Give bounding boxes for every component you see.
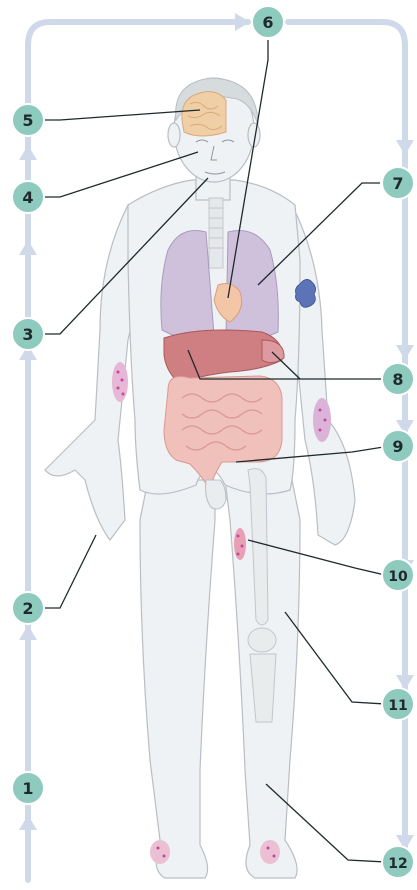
callout-3-number: 3 (22, 325, 33, 344)
callout-2: 2 (12, 592, 44, 624)
ear-left (168, 123, 180, 147)
dot (122, 393, 125, 396)
dot (163, 855, 166, 858)
callout-6: 6 (252, 6, 284, 38)
lesion-left-foot (260, 840, 280, 864)
callout-9-number: 9 (392, 437, 403, 456)
lesion-right-forearm (112, 362, 128, 402)
callout-8: 8 (382, 363, 414, 395)
dot (117, 371, 120, 374)
dot (319, 409, 322, 412)
callout-4-number: 4 (22, 188, 33, 207)
callout-10-number: 10 (388, 569, 408, 585)
arrowhead-up-2 (19, 625, 37, 640)
callout-2-number: 2 (22, 599, 33, 618)
callout-5-number: 5 (22, 111, 33, 130)
callout-7: 7 (382, 167, 414, 199)
callout-1-number: 1 (22, 779, 33, 798)
lesion-right-foot (150, 840, 170, 864)
callout-6-number: 6 (262, 13, 273, 32)
arrowhead-up-5 (19, 145, 37, 160)
arrowhead-down-2 (396, 345, 414, 360)
callout-3: 3 (12, 318, 44, 350)
dot (273, 855, 276, 858)
kneecap (248, 628, 276, 652)
dot (267, 847, 270, 850)
dot (324, 419, 327, 422)
arrowhead-down-1 (396, 140, 414, 155)
arrowhead-right-top (235, 13, 250, 31)
leader-line-2 (44, 535, 96, 608)
dot (117, 387, 120, 390)
callout-10: 10 (382, 559, 414, 591)
dot (157, 847, 160, 850)
callout-4: 4 (12, 181, 44, 213)
arrowhead-up-4 (19, 240, 37, 255)
dot (241, 545, 244, 548)
dot (121, 379, 124, 382)
callout-11: 11 (382, 688, 414, 720)
callout-5: 5 (12, 104, 44, 136)
callout-7-number: 7 (392, 174, 403, 193)
dot (319, 429, 322, 432)
human-body (45, 78, 355, 878)
callout-9: 9 (382, 430, 414, 462)
arrowhead-up-1 (19, 815, 37, 830)
dot (237, 535, 240, 538)
callout-11-number: 11 (388, 698, 407, 714)
trachea (209, 198, 223, 268)
leader-line-11 (285, 612, 385, 704)
dot (237, 553, 240, 556)
lesion-left-forearm (313, 398, 331, 442)
callout-12: 12 (382, 846, 414, 878)
callout-8-number: 8 (392, 370, 403, 389)
lesion-thigh (234, 528, 246, 560)
left-leg (140, 480, 215, 878)
callout-1: 1 (12, 772, 44, 804)
callout-12-number: 12 (388, 856, 407, 872)
